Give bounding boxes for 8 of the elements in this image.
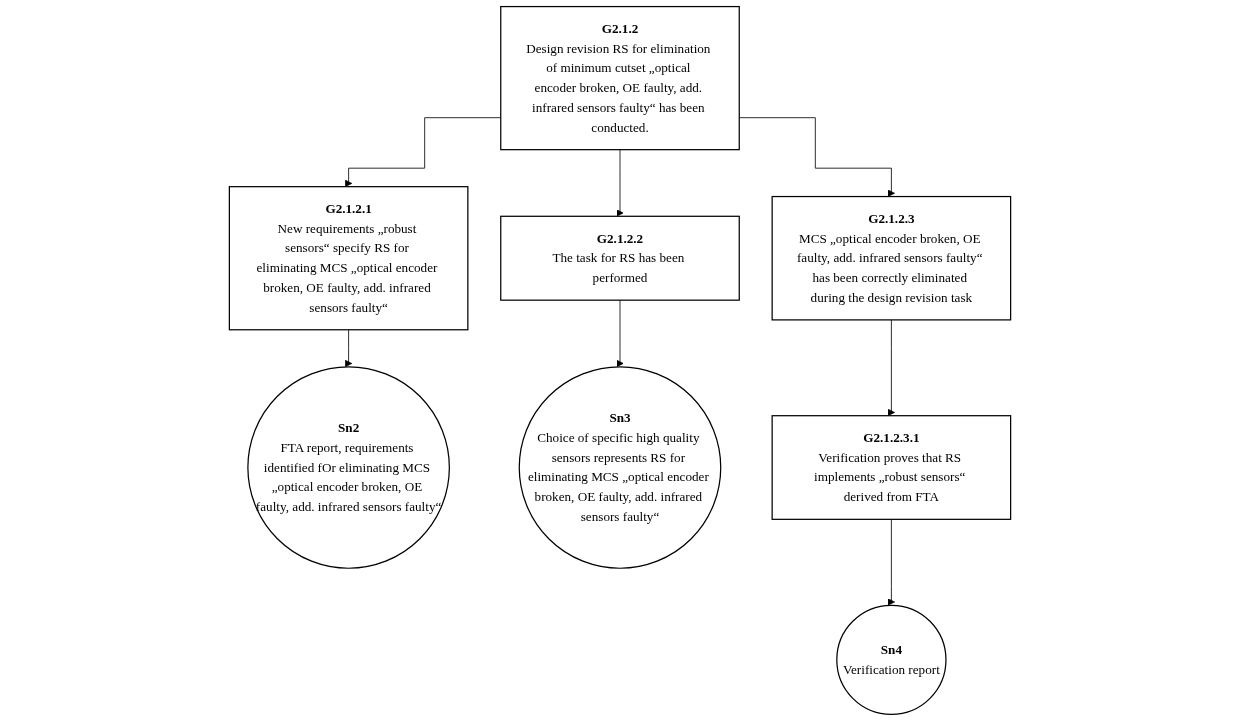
node-box (500, 215, 740, 301)
node-box (771, 415, 1012, 520)
node-box (500, 5, 740, 151)
node-circle (518, 366, 722, 569)
node-box (771, 195, 1012, 321)
node-circle (836, 604, 947, 716)
node-circle (247, 366, 450, 569)
node-box (228, 186, 469, 331)
